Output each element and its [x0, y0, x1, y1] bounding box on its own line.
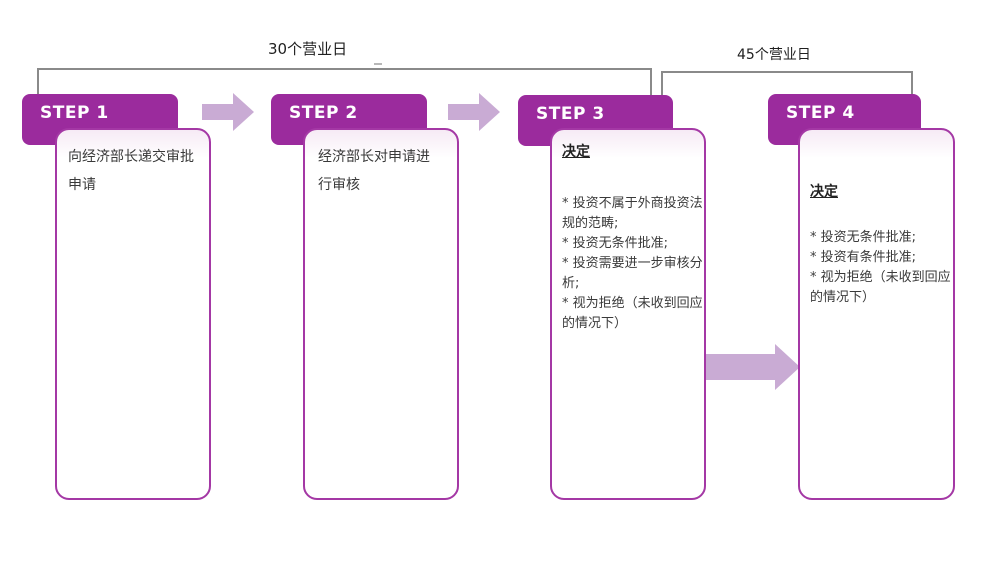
bracket-30-days-right-drop — [650, 68, 652, 96]
step3-bullet-list: * 投资不属于外商投资法规的范畴; * 投资无条件批准; * 投资需要进一步审核… — [562, 194, 704, 334]
step3-bullet-3: * 投资需要进一步审核分析; — [562, 256, 703, 291]
bracket-30-days-line — [37, 68, 652, 70]
step3-bullet-2: * 投资无条件批准; — [562, 236, 669, 251]
bracket-45-days-right-drop — [911, 71, 913, 95]
arrow-step3-to-step4-icon — [698, 344, 800, 390]
bracket-45-days-left-drop — [661, 71, 663, 96]
step3-header-label: STEP 3 — [536, 104, 605, 124]
step2-card: 经济部长对申请进行审核 — [303, 128, 459, 500]
step3-card: 决定 * 投资不属于外商投资法规的范畴; * 投资无条件批准; * 投资需要进一… — [550, 128, 706, 500]
step1-card: 向经济部长递交审批申请 — [55, 128, 211, 500]
arrow-step2-to-step3-icon — [448, 93, 500, 131]
timeline-label-45-days: 45个营业日 — [737, 47, 811, 63]
bracket-30-days-left-drop — [37, 68, 39, 95]
step1-header-label: STEP 1 — [40, 103, 109, 123]
step1-body-text: 向经济部长递交审批申请 — [68, 149, 194, 193]
step4-bullet-3: * 视为拒绝（未收到回应的情况下） — [810, 270, 951, 305]
step2-body-text: 经济部长对申请进行审核 — [318, 149, 430, 193]
bracket-45-days-line — [661, 71, 913, 73]
step3-bullet-4: * 视为拒绝（未收到回应的情况下） — [562, 296, 703, 331]
step3-card-title: 决定 — [562, 144, 590, 160]
step4-card-title: 决定 — [810, 184, 838, 200]
step4-bullet-1: * 投资无条件批准; — [810, 230, 917, 245]
step3-bullet-1: * 投资不属于外商投资法规的范畴; — [562, 196, 703, 231]
step2-header-label: STEP 2 — [289, 103, 358, 123]
step4-bullet-2: * 投资有条件批准; — [810, 250, 917, 265]
step4-card: 决定 * 投资无条件批准; * 投资有条件批准; * 视为拒绝（未收到回应的情况… — [798, 128, 955, 500]
step4-bullet-list: * 投资无条件批准; * 投资有条件批准; * 视为拒绝（未收到回应的情况下） — [810, 228, 953, 308]
arrow-step1-to-step2-icon — [202, 93, 254, 131]
timeline-label-30-days: 30个营业日 — [268, 40, 348, 58]
tick-dash — [374, 63, 382, 65]
step4-header-label: STEP 4 — [786, 103, 855, 123]
